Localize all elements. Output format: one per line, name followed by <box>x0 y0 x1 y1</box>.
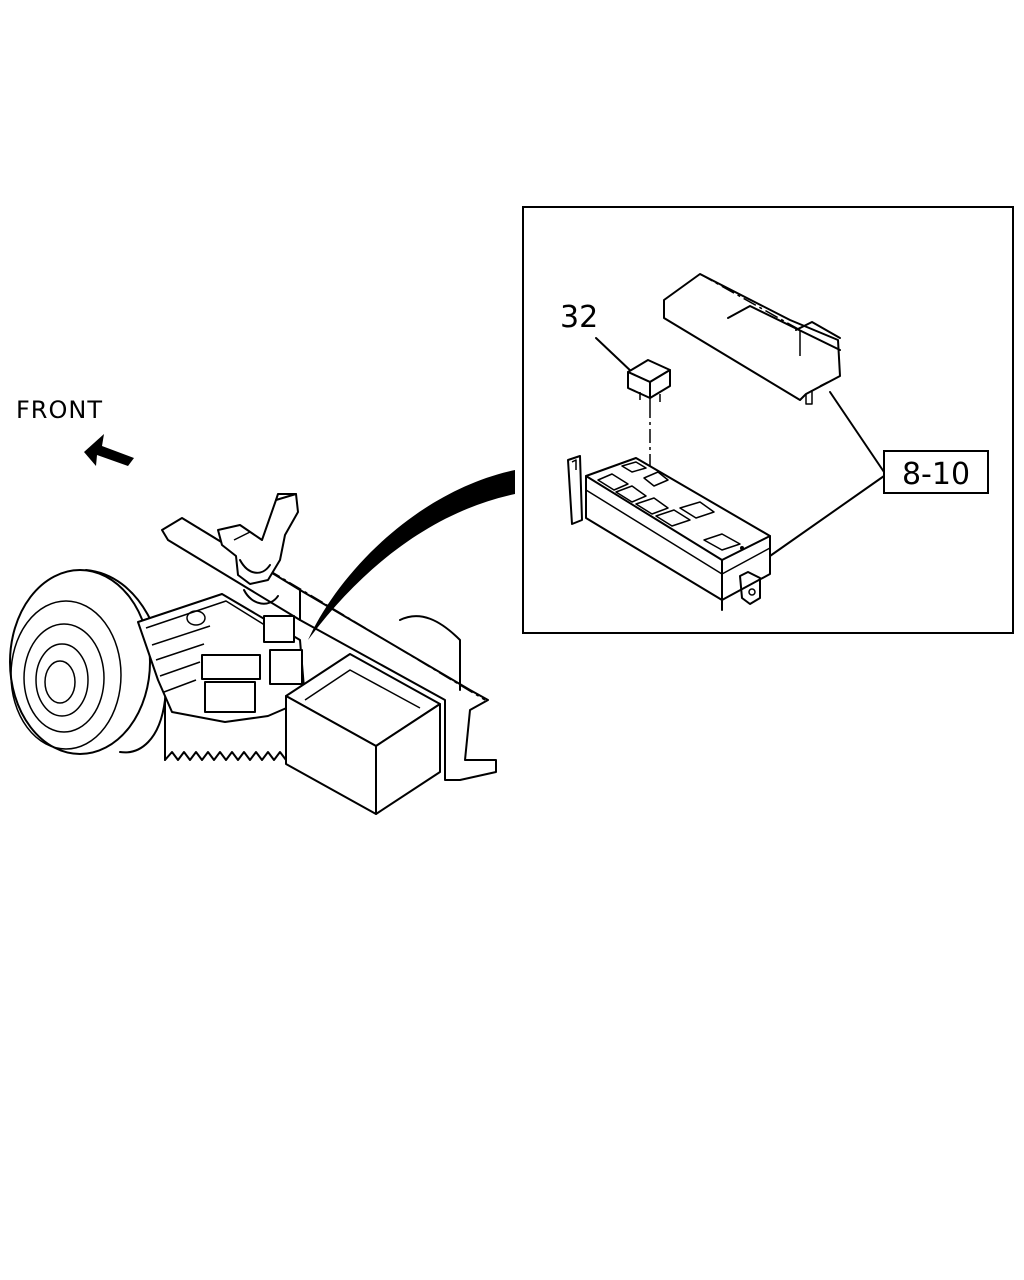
cover-leader <box>829 391 885 473</box>
battery <box>285 653 441 815</box>
relay <box>627 359 671 404</box>
mounting-bracket <box>217 493 299 605</box>
fuse-box-base <box>567 455 771 611</box>
wheel <box>9 569 167 755</box>
base-leader <box>769 475 885 557</box>
front-arrow-icon <box>84 434 134 466</box>
fuse-box-label-frame <box>883 450 989 494</box>
vehicle-fuse-box <box>137 593 306 761</box>
relay-part-number: 32 <box>560 300 598 335</box>
fuse-box-part-number: 8-10 <box>902 457 970 492</box>
detail-pointer <box>308 470 515 640</box>
fuse-box-cover <box>663 273 841 405</box>
vehicle-overview <box>9 493 497 815</box>
front-label: FRONT <box>16 396 103 424</box>
relay-leader <box>595 337 635 375</box>
